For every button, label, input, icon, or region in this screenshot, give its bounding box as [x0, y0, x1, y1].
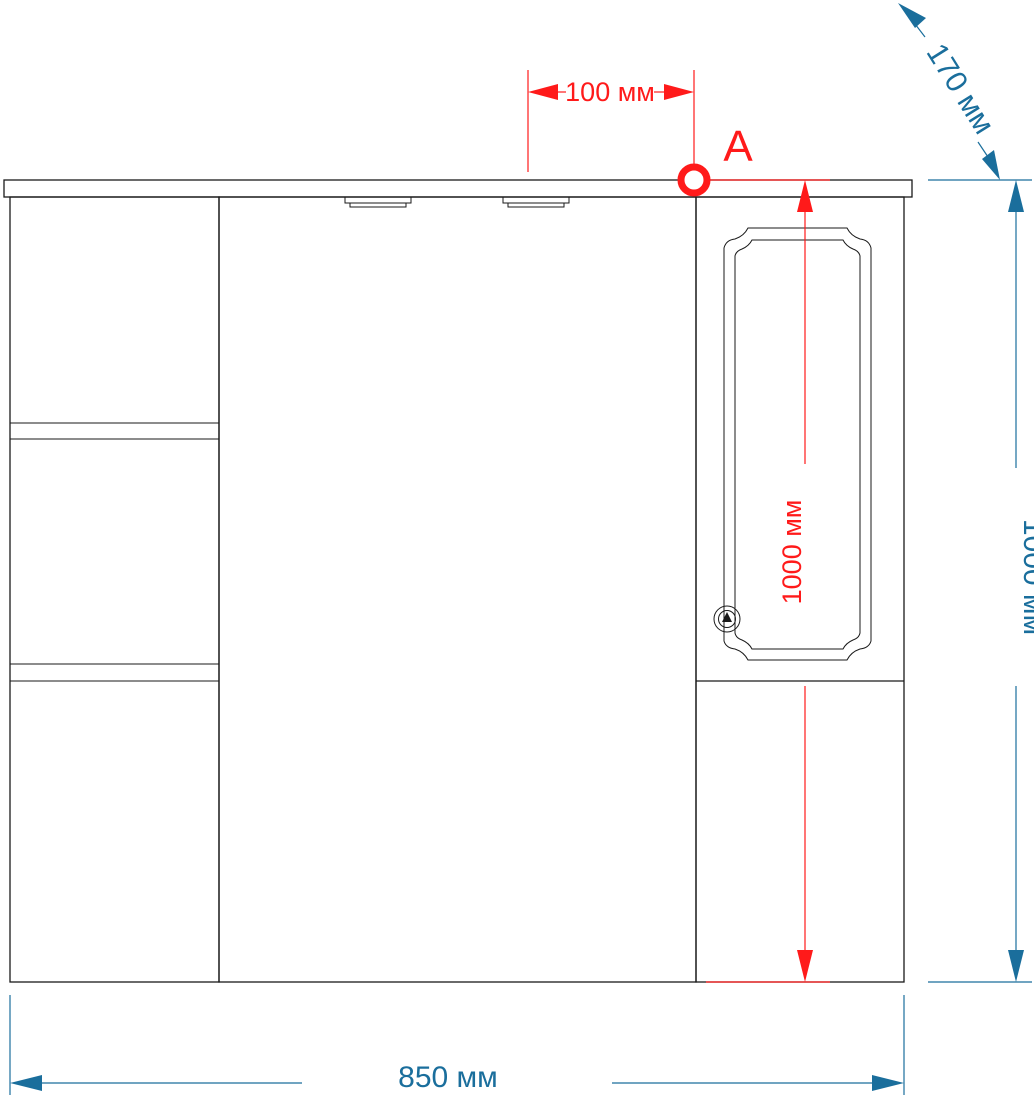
width-label: 850 мм [398, 1061, 498, 1094]
mount-point-label: A [723, 122, 753, 171]
left-shelf-2 [9, 663, 220, 682]
mount-offset-dimension [527, 70, 695, 172]
lamp-left [344, 196, 412, 208]
lock-icon [713, 605, 741, 633]
lamp-right [502, 196, 570, 208]
mount-point-marker [677, 163, 711, 197]
left-shelf-1 [9, 422, 220, 440]
depth-label: 170 мм [920, 38, 1001, 140]
cabinet [3, 179, 913, 983]
mount-offset-label: 100 мм [565, 77, 655, 107]
width-dimension [9, 995, 905, 1095]
height-label: 1000 мм [1017, 519, 1034, 635]
height-dimension [928, 179, 1032, 983]
door-panel-inner [734, 239, 861, 650]
door-panel-outer [723, 227, 872, 661]
depth-dimension [898, 3, 1000, 180]
mount-height-label: 1000 мм [777, 500, 807, 605]
mirror-door [218, 196, 697, 983]
mount-height-dimension [706, 179, 830, 983]
cabinet-top [3, 179, 913, 198]
left-column [9, 196, 220, 983]
